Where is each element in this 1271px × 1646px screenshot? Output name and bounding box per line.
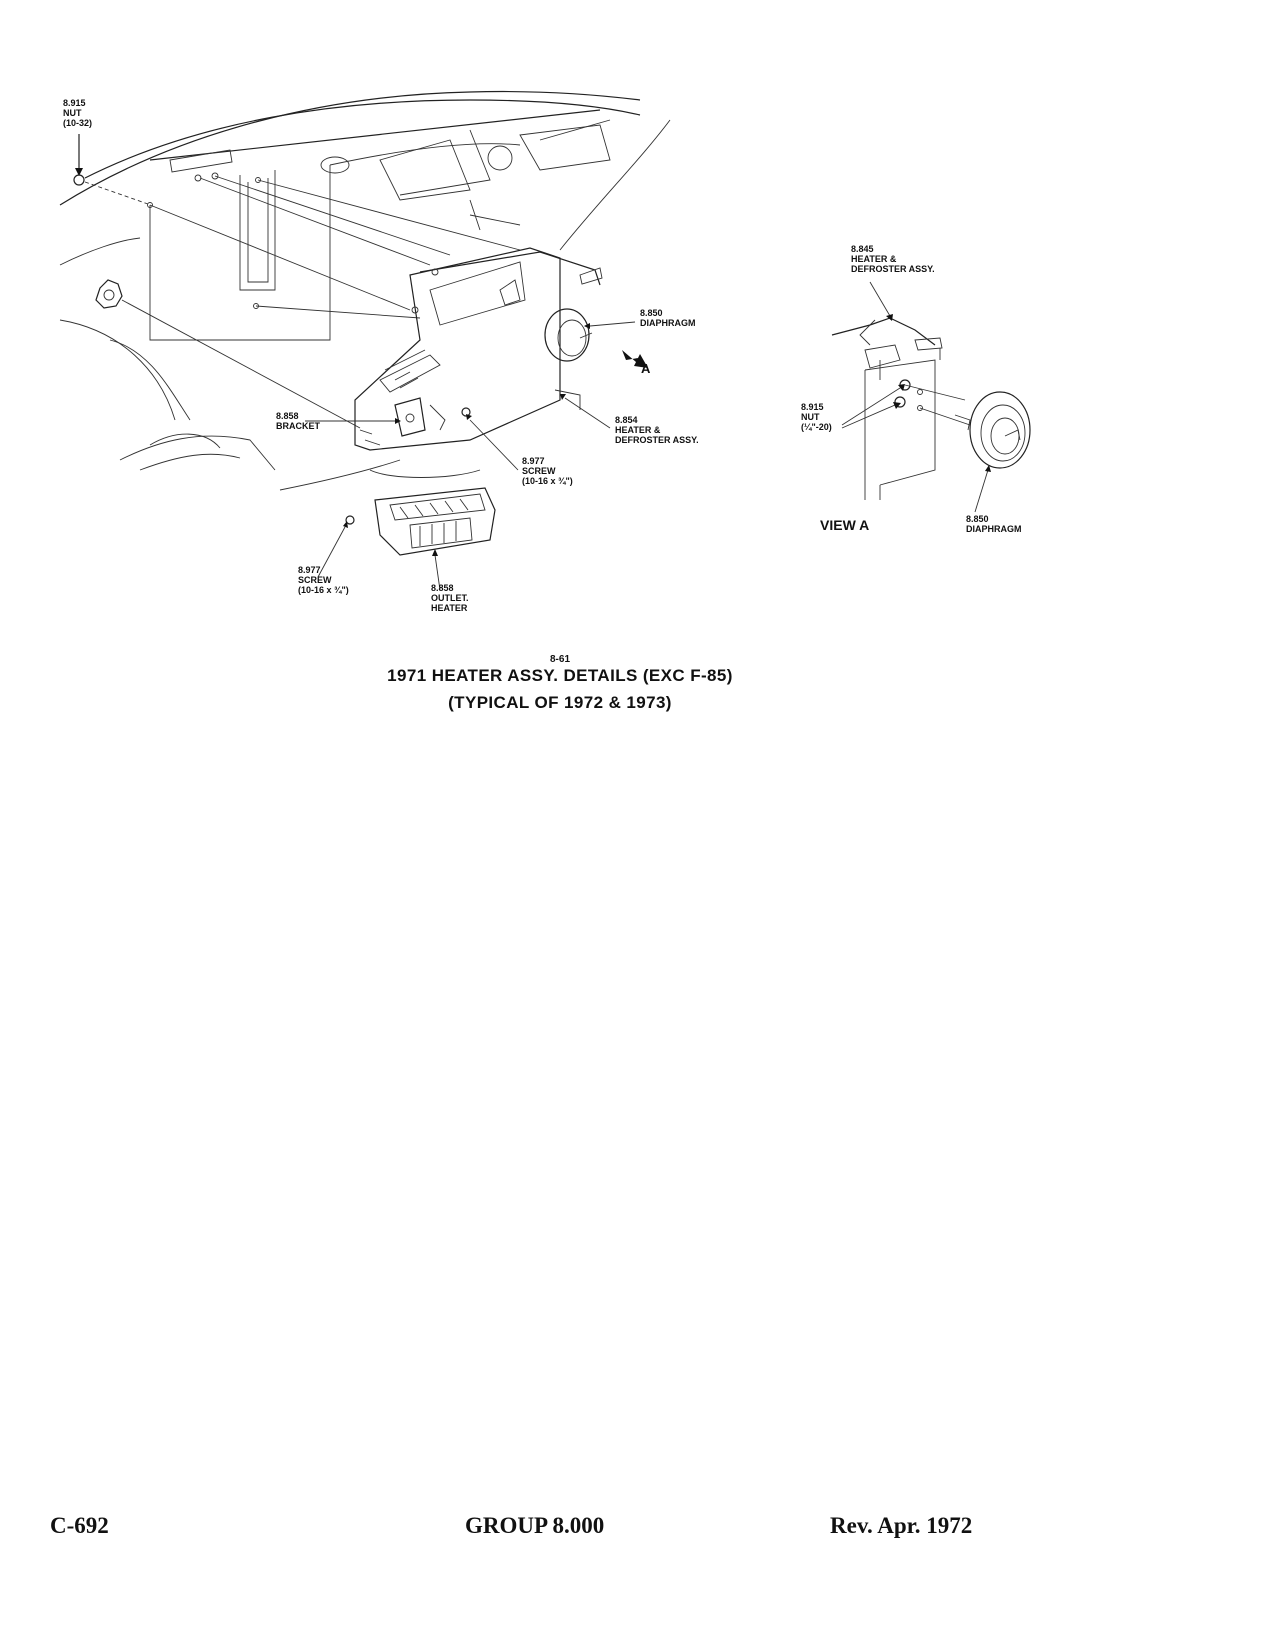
svg-text:HEATER: HEATER xyxy=(431,603,468,613)
dash-panel-outline xyxy=(59,90,671,341)
heater-assembly-diagram: 8.915 NUT (10-32) 8.850 DIAPHRAGM A 8.85… xyxy=(59,90,1031,613)
view-a-leaders xyxy=(841,281,991,513)
diaphragm-view-part xyxy=(969,391,1031,469)
svg-text:DIAPHRAGM: DIAPHRAGM xyxy=(966,524,1022,534)
page-number: C-692 xyxy=(50,1513,109,1538)
figure-number: 8-61 xyxy=(549,654,570,665)
cowl-and-wheelhouse xyxy=(59,237,401,491)
svg-text:8.850: 8.850 xyxy=(966,514,989,524)
svg-text:OUTLET.: OUTLET. xyxy=(431,593,469,603)
svg-text:8.854: 8.854 xyxy=(615,415,638,425)
figure-caption-line1: 1971 HEATER ASSY. DETAILS (EXC F-85) xyxy=(387,666,733,685)
svg-text:8.858: 8.858 xyxy=(276,411,299,421)
callout-heater-defroster-main: 8.854 HEATER & DEFROSTER ASSY. xyxy=(615,415,699,445)
figure-caption-line2: (TYPICAL OF 1972 & 1973) xyxy=(448,693,672,712)
svg-text:DEFROSTER ASSY.: DEFROSTER ASSY. xyxy=(615,435,699,445)
heater-defroster-housing xyxy=(354,247,603,451)
view-a-title: VIEW A xyxy=(820,517,870,533)
svg-text:DIAPHRAGM: DIAPHRAGM xyxy=(640,318,696,328)
alignment-lines xyxy=(149,175,521,319)
svg-text:HEATER &: HEATER & xyxy=(851,254,897,264)
diaphragm-main-part xyxy=(544,308,593,362)
svg-text:NUT: NUT xyxy=(801,412,820,422)
callout-nut-quarter: 8.915 NUT (¼"-20) xyxy=(801,402,832,432)
svg-text:SCREW: SCREW xyxy=(522,466,556,476)
svg-text:8.850: 8.850 xyxy=(640,308,663,318)
bracket-part xyxy=(394,397,471,437)
view-a-arrow xyxy=(622,350,648,368)
revision-date: Rev. Apr. 1972 xyxy=(830,1513,973,1538)
callout-diaphragm-view: 8.850 DIAPHRAGM xyxy=(966,514,1022,534)
group-number: GROUP 8.000 xyxy=(465,1513,605,1538)
nut-1032-part xyxy=(73,134,149,205)
svg-text:(10-32): (10-32) xyxy=(63,118,92,128)
view-a-drawing xyxy=(831,317,971,500)
svg-text:SCREW: SCREW xyxy=(298,575,332,585)
callout-view-a-pointer: A xyxy=(641,361,651,376)
svg-text:DEFROSTER ASSY.: DEFROSTER ASSY. xyxy=(851,264,935,274)
svg-text:NUT: NUT xyxy=(63,108,82,118)
outlet-heater-part xyxy=(345,469,496,556)
leader-lines xyxy=(305,321,636,591)
svg-text:(10-16 x ¾"): (10-16 x ¾") xyxy=(298,585,349,595)
callout-outlet-heater: 8.858 OUTLET. HEATER xyxy=(431,583,469,613)
svg-text:8.845: 8.845 xyxy=(851,244,874,254)
wheel-nut-part xyxy=(95,279,361,429)
svg-text:BRACKET: BRACKET xyxy=(276,421,321,431)
callout-screw-lower: 8.977 SCREW (10-16 x ¾") xyxy=(298,565,349,595)
svg-text:8.915: 8.915 xyxy=(801,402,824,412)
callout-nut-1032: 8.915 NUT (10-32) xyxy=(63,98,92,128)
svg-text:8.915: 8.915 xyxy=(63,98,86,108)
svg-text:8.977: 8.977 xyxy=(298,565,321,575)
callout-screw-upper: 8.977 SCREW (10-16 x ¾") xyxy=(522,456,573,486)
svg-text:8.858: 8.858 xyxy=(431,583,454,593)
svg-text:HEATER &: HEATER & xyxy=(615,425,661,435)
callout-heater-defroster-view: 8.845 HEATER & DEFROSTER ASSY. xyxy=(851,244,935,274)
svg-text:(¼"-20): (¼"-20) xyxy=(801,422,832,432)
callout-bracket: 8.858 BRACKET xyxy=(276,411,321,431)
callout-diaphragm-main: 8.850 DIAPHRAGM xyxy=(640,308,696,328)
svg-text:A: A xyxy=(641,361,651,376)
svg-text:(10-16 x ¾"): (10-16 x ¾") xyxy=(522,476,573,486)
svg-text:8.977: 8.977 xyxy=(522,456,545,466)
